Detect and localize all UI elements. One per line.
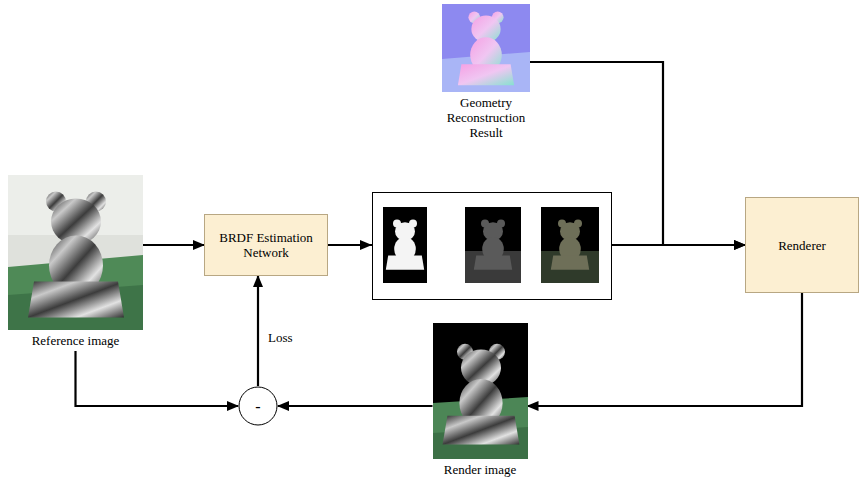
flow-arrow (143, 244, 204, 246)
specular-map (541, 207, 599, 283)
reference-photo (8, 175, 143, 330)
roughness-map (465, 207, 521, 283)
reference-image: Reference image (8, 175, 143, 348)
flow-arrow (278, 405, 433, 407)
node-label: - (255, 399, 260, 414)
flow-arrow (76, 351, 239, 406)
brdf-map-group (372, 192, 612, 300)
flow-arrow (257, 276, 259, 386)
albedo-map (383, 207, 427, 283)
subtract-node: - (238, 386, 278, 426)
process-box: Renderer (745, 197, 859, 293)
flow-arrow (528, 293, 803, 406)
render-image: Render image (428, 323, 532, 477)
node-label: Renderer (778, 238, 826, 253)
process-box: BRDF Estimation Network (204, 214, 328, 276)
edge-label: Loss (266, 330, 295, 345)
image-caption: Geometry Reconstruction Result (436, 95, 536, 140)
arrow-head (360, 238, 372, 252)
geometry-image: Geometry Reconstruction Result (436, 4, 536, 140)
normal-map (442, 4, 530, 92)
image-caption: Reference image (8, 333, 143, 348)
image-caption: Render image (428, 462, 532, 477)
node-label: BRDF Estimation Network (211, 230, 321, 260)
render-photo (433, 323, 528, 459)
